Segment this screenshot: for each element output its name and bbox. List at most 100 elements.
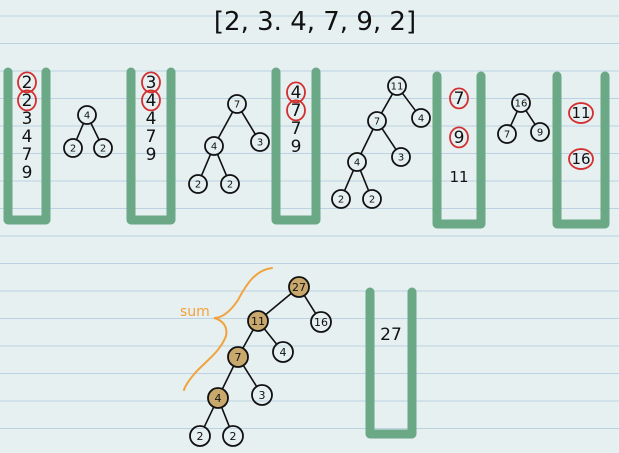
tree-node-circle bbox=[331, 189, 351, 209]
tree-node-label: 3 bbox=[398, 153, 404, 164]
tree-node-circle bbox=[347, 152, 367, 172]
tree-edge bbox=[381, 127, 397, 151]
tree-node: 3 bbox=[250, 132, 270, 152]
stack-value: 16 bbox=[571, 150, 590, 168]
tree-node-circle bbox=[250, 132, 270, 152]
stack-value: 7 bbox=[22, 145, 33, 165]
tree-node-label: 7 bbox=[234, 100, 240, 111]
tree-node: 2 bbox=[63, 138, 83, 158]
tree-node: 16 bbox=[310, 311, 332, 333]
tree-node-label: 2 bbox=[338, 195, 344, 206]
tree-node: 4 bbox=[77, 105, 97, 125]
tree-edge bbox=[242, 364, 258, 388]
tree-node: 11 bbox=[247, 310, 269, 332]
selected-min-circle bbox=[568, 102, 594, 124]
tree-node-circle bbox=[391, 147, 411, 167]
tree-node-circle bbox=[362, 189, 382, 209]
tree-node-label: 2 bbox=[230, 430, 237, 443]
tree-edge bbox=[264, 292, 293, 316]
stack-value: 4 bbox=[291, 83, 302, 103]
stack-value: 2 bbox=[22, 91, 33, 111]
stack-value: 4 bbox=[22, 127, 33, 147]
tree-node-circle bbox=[247, 310, 269, 332]
final-stack-value: 27 bbox=[380, 325, 402, 345]
tree-node-label: 27 bbox=[292, 281, 306, 294]
tree-node-circle bbox=[93, 138, 113, 158]
tree-node-label: 16 bbox=[314, 316, 328, 329]
notebook-rule-lines bbox=[0, 15, 619, 429]
tree-edge bbox=[75, 122, 85, 141]
tree-edge bbox=[240, 110, 257, 136]
stack-value: 7 bbox=[146, 127, 157, 147]
tree-node-circle bbox=[220, 174, 240, 194]
tree-edge bbox=[242, 328, 254, 350]
selected-min-circle bbox=[141, 71, 161, 94]
tree-node-label: 7 bbox=[374, 117, 380, 128]
tree-node: 4 bbox=[411, 108, 431, 128]
tree-node-label: 4 bbox=[418, 114, 424, 125]
tree-node: 4 bbox=[347, 152, 367, 172]
tree-node: 3 bbox=[391, 147, 411, 167]
stack-value: 3 bbox=[146, 73, 157, 93]
tree-edge bbox=[203, 406, 215, 428]
stack-value: 2 bbox=[22, 73, 33, 93]
tree-node: 4 bbox=[207, 387, 229, 409]
tree-edges bbox=[203, 292, 317, 428]
tree-node: 4 bbox=[272, 341, 294, 363]
tree-node-circle bbox=[272, 341, 294, 363]
tree-node-label: 2 bbox=[197, 430, 204, 443]
tree-node-label: 4 bbox=[354, 158, 360, 169]
array-title: [2, 3. 4, 7, 9, 2] bbox=[214, 7, 416, 37]
selected-min-circle bbox=[286, 81, 306, 104]
tree-node: 2 bbox=[188, 174, 208, 194]
tree-node-circle bbox=[188, 174, 208, 194]
sum-brace bbox=[183, 267, 273, 391]
tree-node-circle bbox=[497, 124, 517, 144]
stack-value: 4 bbox=[146, 109, 157, 129]
stack-container bbox=[3, 67, 51, 225]
tree-node-circle bbox=[227, 94, 247, 114]
tree-node-circle bbox=[530, 122, 550, 142]
tree-node-label: 7 bbox=[235, 351, 242, 364]
tree-node: 2 bbox=[220, 174, 240, 194]
tree-node-label: 4 bbox=[215, 392, 222, 405]
tree-node-label: 16 bbox=[515, 99, 528, 110]
tree-node-circle bbox=[367, 111, 387, 131]
tree-edge bbox=[401, 92, 417, 112]
tree-edge bbox=[525, 109, 536, 126]
tree-edge bbox=[90, 122, 100, 141]
tree-edge bbox=[360, 128, 374, 155]
stack-value: 9 bbox=[22, 163, 33, 183]
tree-node-circle bbox=[251, 384, 273, 406]
tree-edges bbox=[75, 122, 100, 141]
stack-container bbox=[126, 67, 176, 225]
selected-min-circle bbox=[17, 89, 37, 112]
stack-value: 4 bbox=[146, 91, 157, 111]
tree-edge bbox=[343, 169, 355, 192]
selected-min-circle bbox=[449, 126, 469, 149]
tree-node: 7 bbox=[497, 124, 517, 144]
tree-node-label: 4 bbox=[84, 111, 90, 122]
tree-edge bbox=[380, 93, 394, 114]
tree-node: 7 bbox=[227, 346, 249, 368]
stack-value: 9 bbox=[146, 145, 157, 165]
tree-edge bbox=[217, 111, 234, 139]
stack-value: 9 bbox=[291, 137, 302, 157]
tree-edge bbox=[220, 406, 231, 428]
tree-node: 2 bbox=[189, 425, 211, 447]
tree-node-circle bbox=[189, 425, 211, 447]
tree-node-circle bbox=[222, 425, 244, 447]
tree-edge bbox=[263, 327, 278, 346]
tree-node: 11 bbox=[387, 76, 407, 96]
tree-edge bbox=[200, 153, 212, 177]
tree-node: 27 bbox=[288, 276, 310, 298]
tree-node-label: 2 bbox=[369, 195, 375, 206]
tree-node-label: 3 bbox=[259, 389, 266, 402]
tree-node-circle bbox=[511, 93, 531, 113]
tree-node: 16 bbox=[511, 93, 531, 113]
